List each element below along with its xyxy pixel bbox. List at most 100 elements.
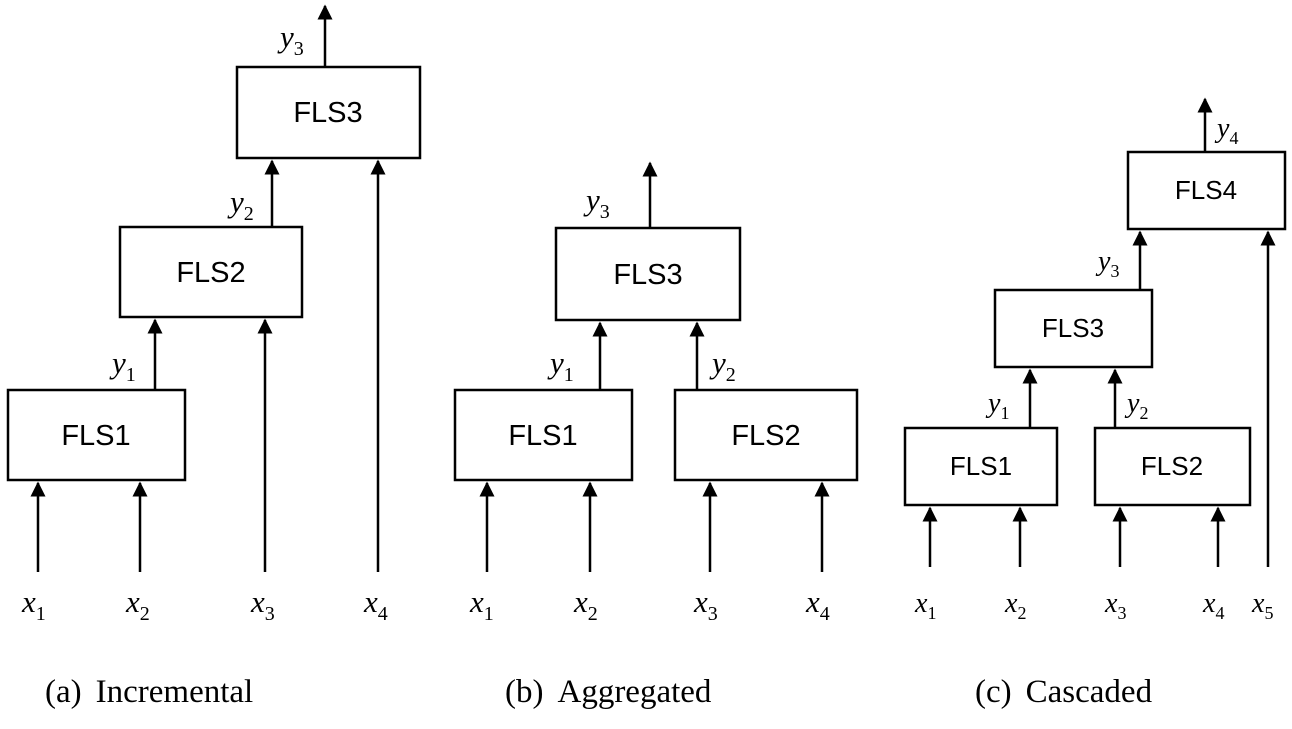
panel-incremental: FLS1 FLS2 FLS3 y1 y2 y3 x1 x2 x3 x4 (a)I… [6,4,422,710]
label-y3-sub-c: 3 [1110,261,1119,281]
label-x2-base-c: x [1004,588,1018,619]
fls2-label-a: FLS2 [176,257,245,289]
label-x1-c: x1 [914,588,936,623]
label-x1-base-a: x [21,584,36,619]
label-y3-a: y3 [277,19,304,60]
label-x3-a: x3 [250,584,275,625]
fls3-label-a: FLS3 [293,97,362,129]
label-y2-base-b: y [709,345,726,380]
panel-aggregated: FLS1 FLS2 FLS3 y1 y2 y3 x1 x2 x3 x4 (b)A… [453,161,859,710]
label-y4-sub-c: 4 [1229,128,1238,148]
label-y1-a: y1 [109,345,136,386]
label-x4-base-c: x [1202,588,1216,619]
label-x1-sub-b: 1 [484,603,494,625]
label-x3-c: x3 [1104,588,1126,623]
label-x3-base-c: x [1104,588,1118,619]
fls3-label-c: FLS3 [1042,313,1104,343]
fls2-label-b: FLS2 [731,420,800,452]
fls1-label-c: FLS1 [950,451,1012,481]
label-y2-sub-c: 2 [1139,403,1148,423]
label-y3-base-c: y [1095,246,1111,277]
label-y4-base-c: y [1214,113,1230,144]
label-y2-a: y2 [227,184,254,225]
label-x2-b: x2 [573,584,598,625]
label-x3-base-a: x [250,584,265,619]
fls1-box-a [6,388,187,482]
caption-title-c: Cascaded [1026,674,1153,710]
label-x1-b: x1 [469,584,494,625]
caption-title-b: Aggregated [557,674,711,710]
label-y4-c: y4 [1214,113,1238,148]
fls1-label-b: FLS1 [508,420,577,452]
label-y3-base-b: y [583,182,600,217]
label-x2-c: x2 [1004,588,1026,623]
caption-tag-b: (b) [505,674,543,710]
label-y3-b: y3 [583,182,610,223]
fls3-box-b [554,226,742,322]
label-x1-a: x1 [21,584,46,625]
label-x2-sub-a: 2 [140,603,150,625]
label-x4-b: x4 [805,584,830,625]
fls4-label-c: FLS4 [1175,175,1237,205]
label-x3-sub-b: 3 [708,603,718,625]
label-y1-base-a: y [109,345,126,380]
label-x3-sub-c: 3 [1117,603,1126,623]
fls2-box-b [673,388,859,482]
label-x5-base-c: x [1251,588,1265,619]
caption-title-a: Incremental [96,674,254,710]
label-x1-sub-c: 1 [927,603,936,623]
label-x4-sub-a: 4 [378,603,388,625]
label-y1-sub-c: 1 [1000,403,1009,423]
label-x1-base-c: x [914,588,928,619]
label-y2-sub-a: 2 [244,203,254,225]
label-x4-base-b: x [805,584,820,619]
label-x2-base-b: x [573,584,588,619]
fls4-box-c [1126,150,1287,231]
label-x4-c: x4 [1202,588,1224,623]
label-y1-base-c: y [985,388,1001,419]
label-y1-c: y1 [985,388,1009,423]
fls3-label-b: FLS3 [613,259,682,291]
label-x1-sub-a: 1 [36,603,46,625]
fls3-box-c [993,288,1154,369]
fls2-box-c [1093,426,1252,507]
label-y2-base-c: y [1124,388,1140,419]
caption-incremental: (a) Incremental [45,674,253,710]
label-x2-base-a: x [125,584,140,619]
fls2-label-c: FLS2 [1141,451,1203,481]
label-y2-c: y2 [1124,388,1148,423]
label-x4-sub-c: 4 [1215,603,1224,623]
fls1-box-b [453,388,634,482]
label-y1-sub-a: 1 [126,364,136,386]
label-y1-b: y1 [547,345,574,386]
label-x4-sub-b: 4 [820,603,830,625]
caption-aggregated: (b) Aggregated [505,674,712,710]
label-x5-c: x5 [1251,588,1273,623]
caption-tag-a: (a) [45,674,82,710]
label-x2-sub-b: 2 [588,603,598,625]
caption-cascaded: (c) Cascaded [975,674,1153,710]
label-y3-base-a: y [277,19,294,54]
label-x1-base-b: x [469,584,484,619]
fls1-label-a: FLS1 [61,420,130,452]
label-y3-sub-b: 3 [600,201,610,223]
label-y3-sub-a: 3 [294,38,304,60]
label-y1-sub-b: 1 [564,364,574,386]
label-y2-b: y2 [709,345,736,386]
label-y2-base-a: y [227,184,244,219]
label-x2-a: x2 [125,584,150,625]
label-y2-sub-b: 2 [726,364,736,386]
label-x4-a: x4 [363,584,388,625]
label-x3-b: x3 [693,584,718,625]
fls3-box-a [235,65,422,160]
label-x2-sub-c: 2 [1017,603,1026,623]
label-x5-sub-c: 5 [1264,603,1273,623]
label-x3-base-b: x [693,584,708,619]
label-x4-base-a: x [363,584,378,619]
panel-cascaded: FLS1 FLS2 FLS3 FLS4 y1 y2 y3 y4 x1 x2 x3… [903,97,1287,710]
label-y1-base-b: y [547,345,564,380]
caption-tag-c: (c) [975,674,1012,710]
label-x3-sub-a: 3 [265,603,275,625]
